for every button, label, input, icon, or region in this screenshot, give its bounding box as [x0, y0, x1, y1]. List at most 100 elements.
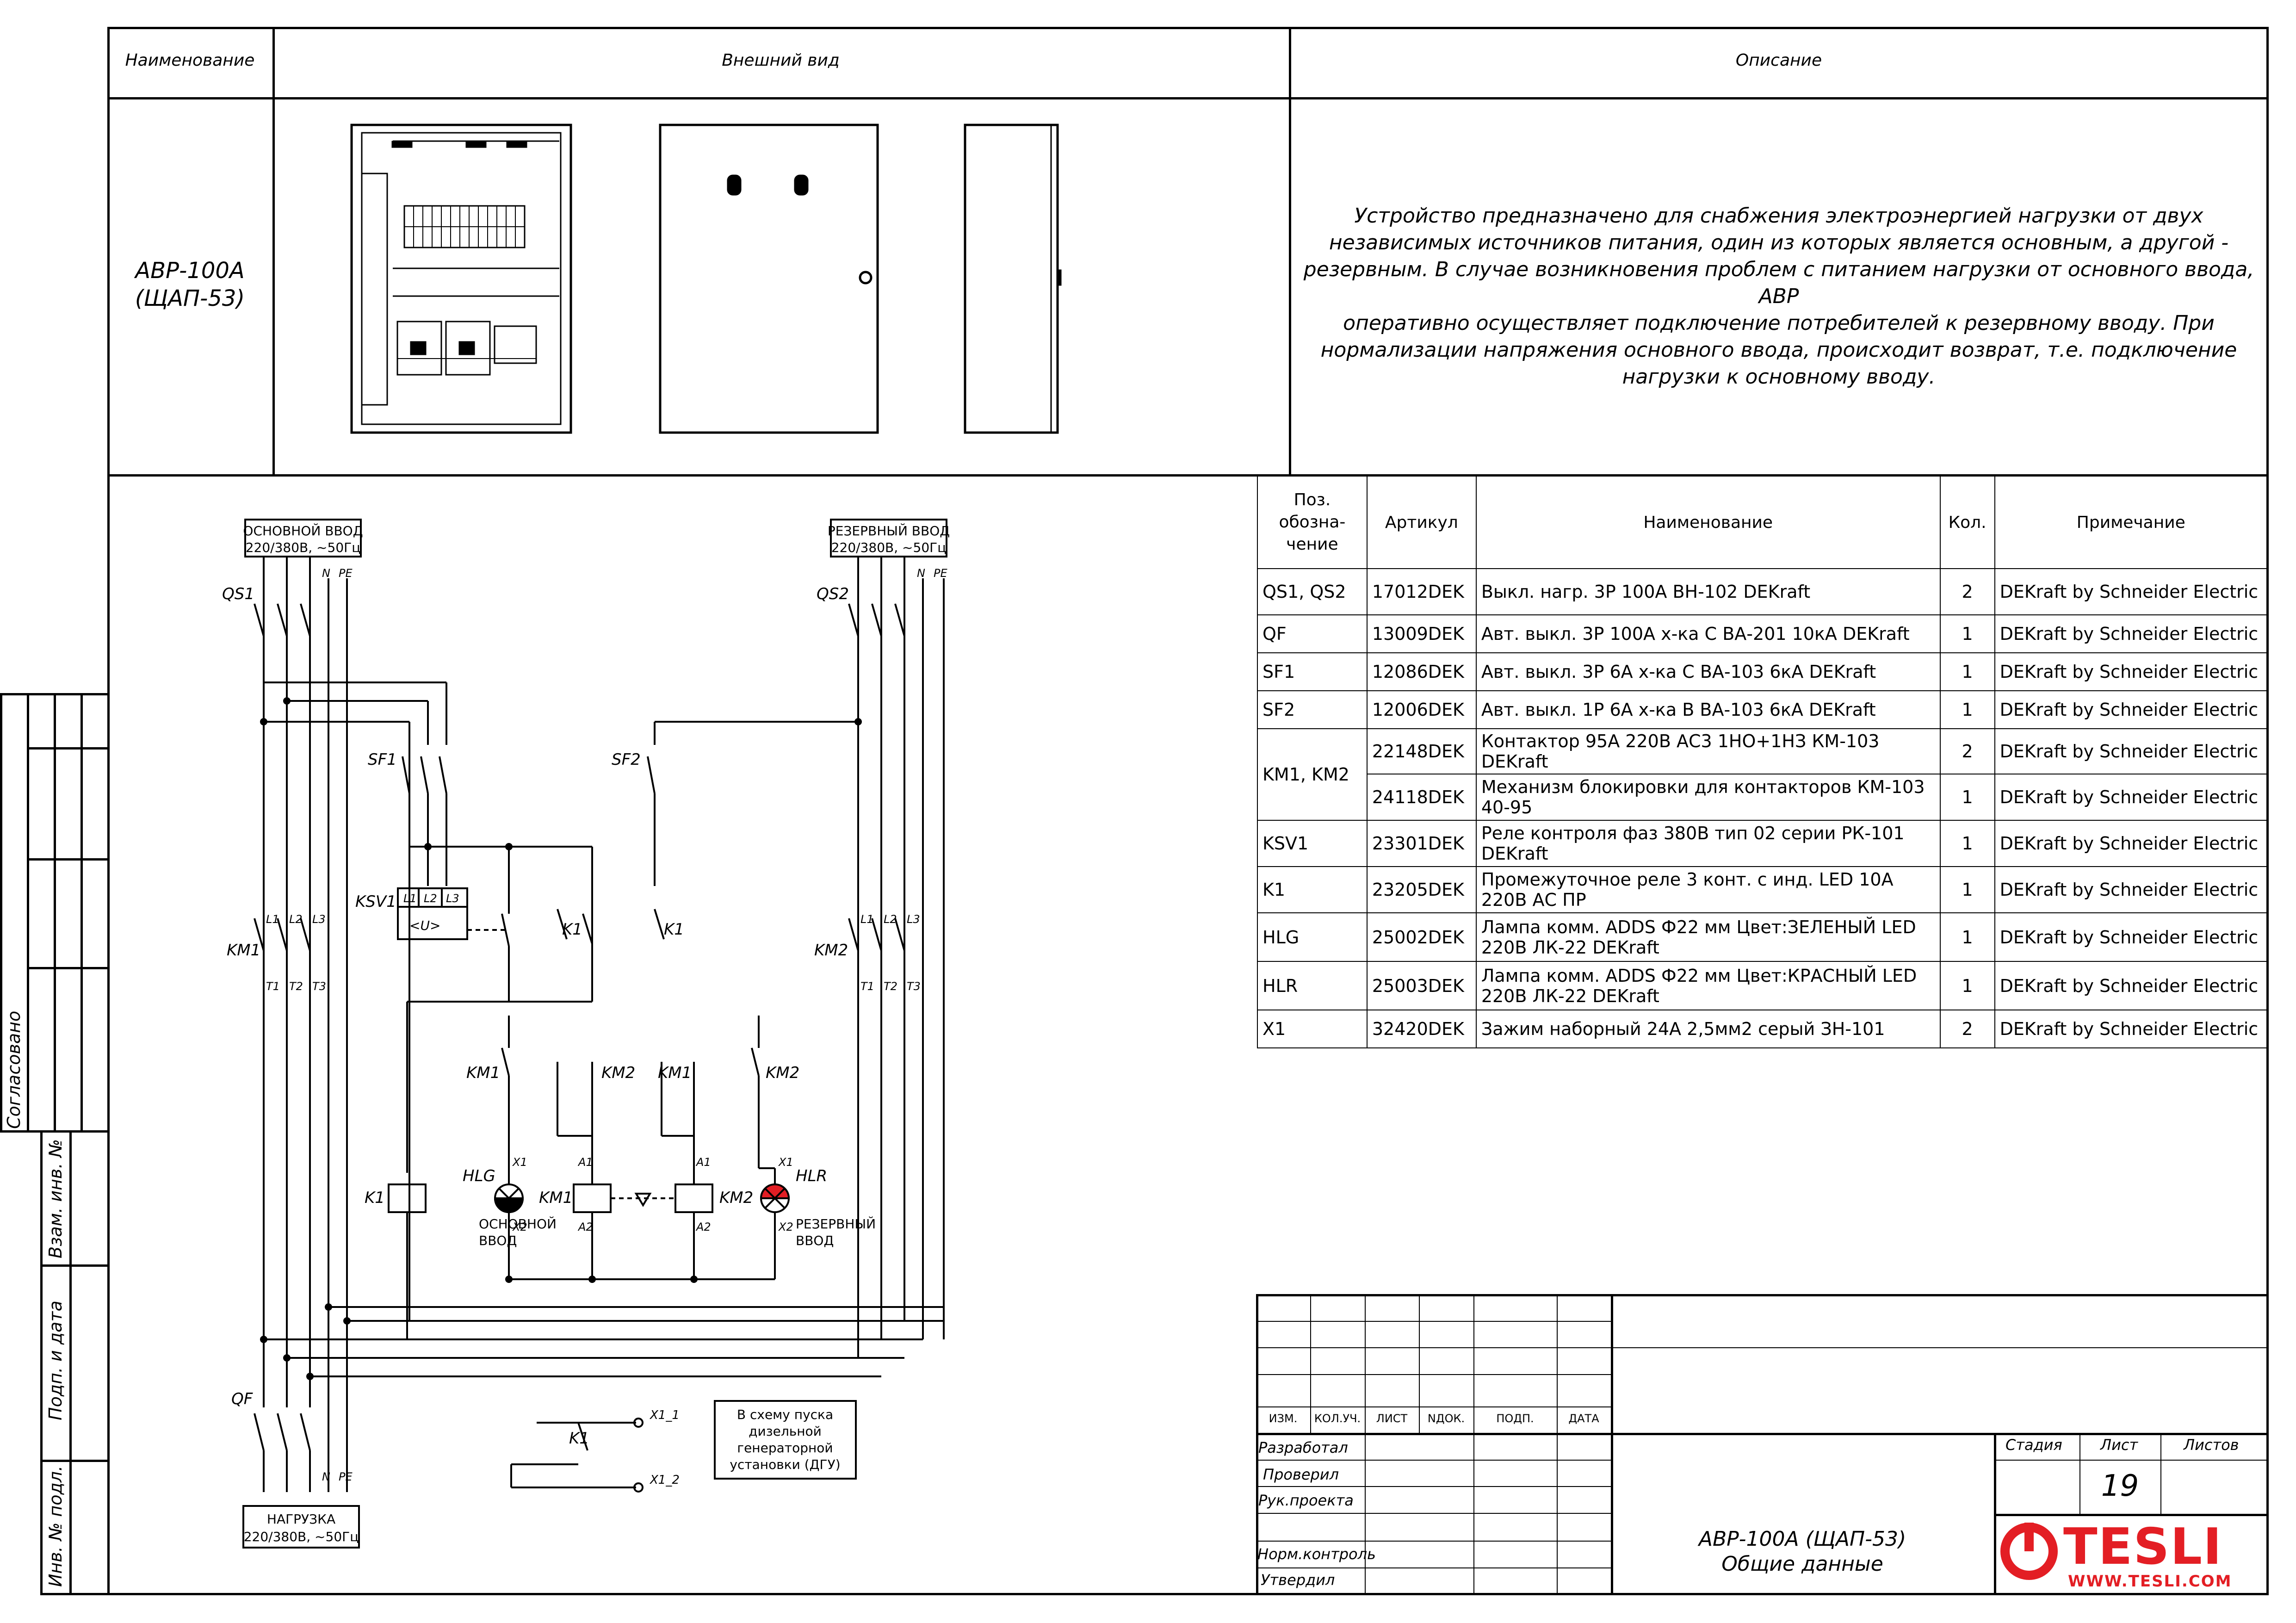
- lamp-res-text-1: РЕЗЕРВНЫЙ: [796, 1216, 876, 1232]
- tb-line: [1256, 1460, 1611, 1461]
- table-row: HLR 25003DEK Лампа комм. ADDS Ф22 мм Цве…: [1257, 961, 2268, 1010]
- table-row: QS1, QS2 17012DEK Выкл. нагр. 3P 100А ВН…: [1257, 568, 2268, 615]
- tb-sheet: Лист: [2100, 1436, 2138, 1454]
- description-line: резервным. В случае возникновения пробле…: [1303, 258, 2254, 308]
- wiring-schematic: ОСНОВНОЙ ВВОД 220/380В, ~50Гц РЕЗЕРВНЫЙ …: [222, 519, 950, 1549]
- t2-label: T2: [289, 980, 303, 993]
- t2-label: T2: [884, 980, 897, 993]
- load-output-box: [242, 1505, 360, 1549]
- km1-main-label: KM1: [227, 941, 260, 960]
- table-row: KSV1 23301DEK Реле контроля фаз 380В тип…: [1257, 820, 2268, 867]
- tb-line: [1473, 1294, 1474, 1595]
- tb-line: [1419, 1294, 1420, 1433]
- tb-line: [1994, 1460, 2269, 1461]
- bom-name: Зажим наборный 24А 2,5мм2 серый ЗН-101: [1475, 1010, 1941, 1048]
- n-label: N: [917, 567, 925, 580]
- interlock-triangle-icon: [634, 1193, 652, 1207]
- reserve-input-rating: 220/380В, ~50Гц: [831, 540, 947, 555]
- table-row: KM1, KM2 22148DEK Контактор 95А 220В АС3…: [1257, 728, 2268, 821]
- sf1-label: SF1: [368, 750, 397, 769]
- bom-header-name: Наименование: [1475, 476, 1941, 569]
- bom-qty: 1: [1939, 652, 1995, 691]
- bom-qty: 1: [1939, 961, 1995, 1010]
- km2-aux-label: KM2: [766, 1064, 799, 1082]
- reserve-phase-lines: [857, 558, 945, 1358]
- tb-normkontrol: Норм.контроль: [1257, 1545, 1376, 1563]
- bom-note: DEKraft by Schneider Electric: [1994, 961, 2268, 1010]
- header-name: Наименование: [125, 51, 255, 70]
- t3-label: T3: [907, 980, 921, 993]
- bom-name: Авт. выкл. 1P 6А х-ка B ВА-103 6кА DEKra…: [1475, 690, 1941, 729]
- tb-col-kolch: КОЛ.УЧ.: [1314, 1412, 1361, 1425]
- dgu-box: [714, 1400, 857, 1480]
- km2-aux-label: KM2: [601, 1064, 635, 1082]
- qf-label: QF: [231, 1390, 253, 1408]
- bom-name: Лампа комм. ADDS Ф22 мм Цвет:ЗЕЛЕНЫЙ LED…: [1475, 912, 1941, 962]
- bom-name: Лампа комм. ADDS Ф22 мм Цвет:КРАСНЫЙ LED…: [1475, 961, 1941, 1010]
- dgu-text-3: генераторной: [737, 1440, 833, 1456]
- bom-header-qty: Кол.: [1939, 476, 1995, 569]
- tb-line: [1611, 1294, 1613, 1595]
- bom-qty: 1: [1939, 912, 1995, 962]
- sf2-label: SF2: [612, 750, 641, 769]
- tesli-logo-text: TESLI: [2063, 1518, 2223, 1576]
- x1-label: X1: [778, 1156, 793, 1169]
- side-stamp-line: [69, 1130, 72, 1595]
- bom-pos: K1: [1257, 866, 1368, 913]
- table-row: SF2 12006DEK Авт. выкл. 1P 6А х-ка B ВА-…: [1257, 690, 2268, 729]
- bom-note: DEKraft by Schneider Electric: [1994, 690, 2268, 729]
- ksv1-u-label: <U>: [409, 918, 440, 933]
- table-row: 24118DEK Механизм блокировки для контакт…: [1257, 774, 2268, 821]
- cabinet-front-view: [659, 124, 879, 434]
- tb-line: [1256, 1541, 1611, 1542]
- a2-label: A2: [577, 1220, 593, 1233]
- bom-note: DEKraft by Schneider Electric: [1994, 614, 2268, 653]
- bom-qty: 2: [1939, 1010, 1995, 1048]
- bom-pos: SF1: [1257, 652, 1368, 691]
- cabinet-views: [350, 124, 1062, 434]
- lamp-res-text-2: ВВОД: [796, 1233, 834, 1248]
- tb-line: [1256, 1347, 1611, 1348]
- tb-doc-title-line2: Общие данные: [1721, 1552, 1883, 1576]
- l2-label: L2: [424, 892, 437, 905]
- bom-note: DEKraft by Schneider Electric: [1994, 866, 2268, 913]
- t1-label: T1: [860, 980, 874, 993]
- km1-aux-label: KM1: [658, 1064, 692, 1082]
- qs1-label: QS1: [222, 585, 254, 603]
- tb-line: [1256, 1486, 1611, 1487]
- bom-note: DEKraft by Schneider Electric: [1994, 728, 2268, 774]
- km2-coil: [675, 1183, 713, 1213]
- km2-main-contacts: [848, 918, 905, 951]
- bom-name: Авт. выкл. 3P 100А х-ка C ВА-201 10кА DE…: [1475, 614, 1941, 653]
- tb-line: [1611, 1347, 2269, 1348]
- description-line: Устройство предназначено для снабжения э…: [1354, 204, 2203, 228]
- bom-table: Поз. обозна- чение Артикул Наименование …: [1257, 476, 2268, 1048]
- qs2-switch: [848, 603, 905, 637]
- title-block: [1256, 1294, 2269, 1595]
- side-stamp-line: [27, 967, 110, 969]
- side-stamp-line: [27, 693, 29, 1133]
- k1-contact-label: K1: [664, 920, 684, 939]
- tb-doc-title-line1: АВР-100А (ЩАП-53): [1698, 1527, 1906, 1551]
- description-line: нормализации напряжения основного ввода,…: [1320, 338, 2237, 362]
- dgu-text-2: дизельной: [749, 1424, 822, 1439]
- load-label: НАГРУЗКА: [267, 1511, 335, 1527]
- load-rating: 220/380В, ~50Гц: [244, 1529, 359, 1544]
- side-stamp-inv-vzam: Взам. инв. №: [45, 1139, 66, 1258]
- n-label: N: [322, 567, 330, 580]
- cabinet-side-view: [964, 124, 1062, 434]
- side-stamp-line: [40, 1264, 110, 1267]
- l3-label: L3: [907, 913, 920, 926]
- bom-qty: 2: [1939, 568, 1995, 615]
- tb-col-ndok: NДОК.: [1427, 1412, 1465, 1425]
- bom-note: DEKraft by Schneider Electric: [1994, 1010, 2268, 1048]
- tb-line: [1256, 1406, 1611, 1407]
- km2-coil-label: KM2: [719, 1189, 753, 1207]
- bom-header-note: Примечание: [1994, 476, 2268, 569]
- km2-main-label: KM2: [814, 941, 848, 960]
- tb-line: [1994, 1514, 2269, 1516]
- tesli-logo-url: WWW.TESLI.COM: [2068, 1572, 2232, 1591]
- side-stamp-line: [40, 1460, 110, 1462]
- bom-qty: 1: [1939, 866, 1995, 913]
- bom-name: Авт. выкл. 3P 6А х-ка C ВА-103 6кА DEKra…: [1475, 652, 1941, 691]
